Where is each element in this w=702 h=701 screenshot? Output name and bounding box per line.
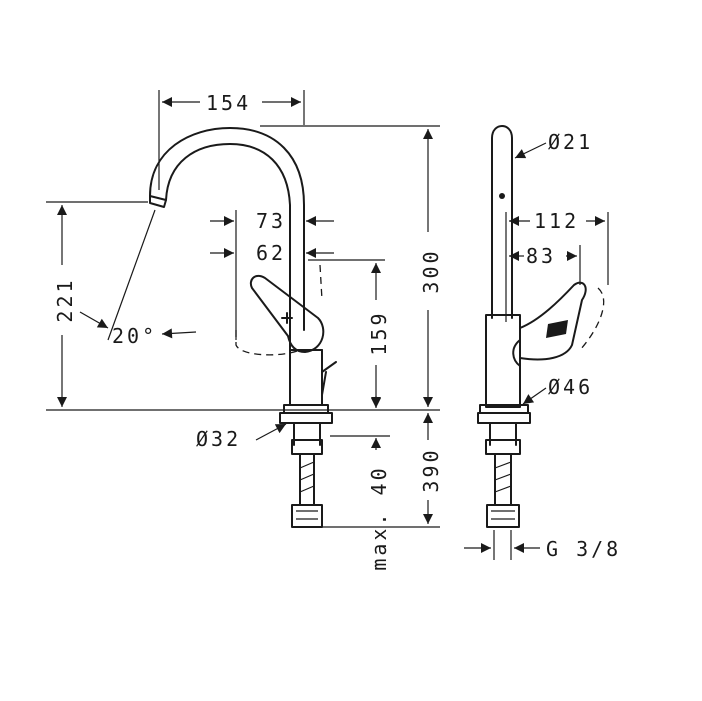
handle-swing-outline — [235, 264, 323, 356]
dim-g38: G 3/8 — [464, 537, 621, 561]
dim-o21-label: Ø21 — [548, 130, 593, 154]
dim-20-deg-label: 20° — [112, 324, 157, 348]
dim-154-label: 154 — [206, 91, 251, 115]
dim-20-deg: 20° — [79, 311, 197, 348]
dim-o21: Ø21 — [514, 130, 593, 159]
dim-390: 390 — [419, 413, 443, 524]
dim-g38-label: G 3/8 — [546, 537, 621, 561]
dim-o46-label: Ø46 — [548, 375, 593, 399]
supply-hoses — [291, 422, 323, 528]
side-body — [477, 281, 587, 424]
dim-o46: Ø46 — [522, 375, 593, 405]
dim-159-label: 159 — [367, 310, 391, 355]
spout-gooseneck — [149, 127, 305, 306]
dim-62-label: 62 — [256, 241, 286, 265]
dim-154: 154 — [162, 91, 301, 115]
front-extension-lines — [46, 90, 440, 528]
dim-221: 221 — [53, 205, 77, 407]
side-extension-lines — [493, 212, 609, 560]
side-view: Ø21 112 83 Ø46 G 3/8 — [464, 125, 621, 561]
dim-112-label: 112 — [534, 209, 579, 233]
dim-o32-label: Ø32 — [196, 427, 241, 451]
dim-max-40-label: max. 40 — [367, 465, 391, 570]
dim-300: 300 — [419, 129, 443, 407]
dim-390-label: 390 — [419, 447, 443, 492]
dim-o32: Ø32 — [196, 423, 287, 451]
dim-83-label: 83 — [526, 244, 556, 268]
dim-221-label: 221 — [53, 277, 77, 322]
dim-max-40: max. 40 — [367, 396, 391, 571]
dim-112: 112 — [509, 209, 605, 233]
lever-handle — [249, 274, 337, 396]
dim-159: 159 — [367, 263, 391, 407]
side-spout — [491, 125, 513, 319]
dim-73-label: 73 — [256, 209, 286, 233]
side-handle-swing-outline — [579, 287, 605, 351]
dim-62: 62 — [210, 241, 334, 265]
dim-73: 73 — [210, 209, 334, 233]
dim-83: 83 — [509, 244, 577, 268]
front-view: 154 73 62 221 20° 159 — [46, 90, 443, 571]
dim-300-label: 300 — [419, 248, 443, 293]
side-hoses — [485, 422, 521, 528]
